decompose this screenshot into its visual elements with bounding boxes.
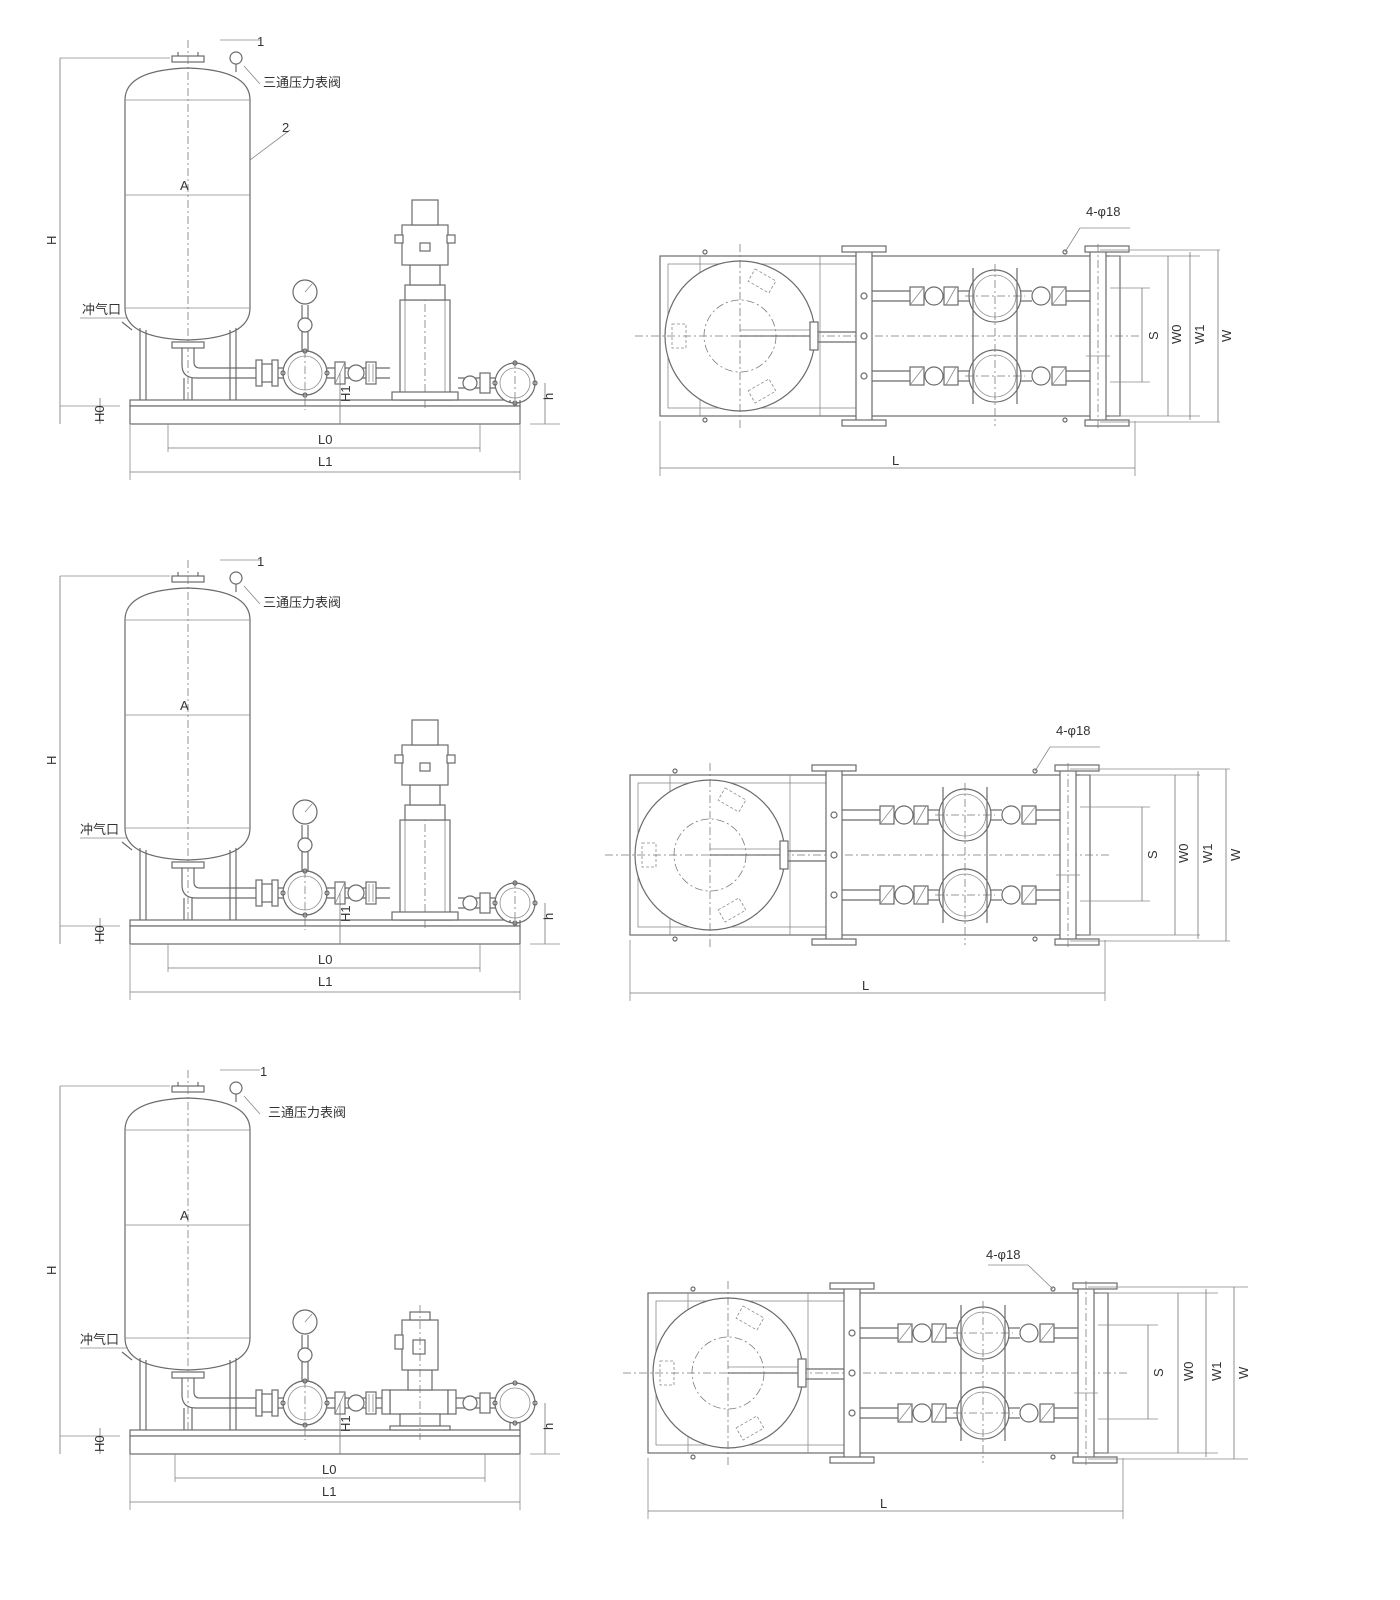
label-W-3: W [1236,1366,1251,1379]
label-L1: L1 [318,454,332,469]
label-H1: H1 [338,385,353,402]
side-elevation-1 [59,39,560,480]
label-bolts-2: 4-φ18 [1056,723,1090,738]
label-W-2: W [1228,848,1243,861]
label-H-2: H [44,756,59,765]
side-elevation-2 [59,559,560,1000]
label-W0: W0 [1169,325,1184,345]
label-valve-2: 三通压力表阀 [263,595,341,610]
label-L-3: L [880,1496,887,1511]
label-vent: 冲气口 [82,302,121,317]
label-L0: L0 [318,432,332,447]
label-item1-3: 1 [260,1064,267,1079]
label-L1-2: L1 [318,974,332,989]
label-item1-2: 1 [257,554,264,569]
label-S-3: S [1151,1368,1166,1377]
label-L-2: L [862,978,869,993]
label-L0-3: L0 [322,1462,336,1477]
label-vent-2: 冲气口 [80,822,119,837]
label-valve: 三通压力表阀 [263,75,341,90]
label-L0-2: L0 [318,952,332,967]
label-S: S [1146,331,1161,340]
label-L: L [892,453,899,468]
plan-view-2 [604,746,1230,1001]
label-valve-3: 三通压力表阀 [268,1105,346,1120]
label-h-3: h [541,1423,556,1430]
label-W0-2: W0 [1176,844,1191,864]
label-W1-2: W1 [1200,844,1215,864]
label-H-3: H [44,1266,59,1275]
label-H: H [44,236,59,245]
label-H1-2: H1 [338,905,353,922]
label-H0-3: H0 [92,1435,107,1452]
label-S-2: S [1145,850,1160,859]
label-H1-3: H1 [338,1415,353,1432]
label-item1: 1 [257,34,264,49]
label-item2: 2 [282,120,289,135]
label-H0: H0 [92,405,107,422]
label-L1-3: L1 [322,1484,336,1499]
label-W1: W1 [1192,325,1207,345]
plan-view-1 [634,227,1220,476]
label-W: W [1219,329,1234,342]
label-vent-3: 冲气口 [80,1332,119,1347]
label-bolts: 4-φ18 [1086,204,1120,219]
label-H0-2: H0 [92,925,107,942]
label-h-2: h [541,913,556,920]
label-A-3: A [180,1208,189,1223]
side-elevation-3 [59,1069,560,1510]
label-h: h [541,393,556,400]
label-A: A [180,178,189,193]
plan-view-3 [622,1264,1248,1519]
label-W0-3: W0 [1181,1362,1196,1382]
label-W1-3: W1 [1209,1362,1224,1382]
label-A-2: A [180,698,189,713]
label-bolts-3: 4-φ18 [986,1247,1020,1262]
